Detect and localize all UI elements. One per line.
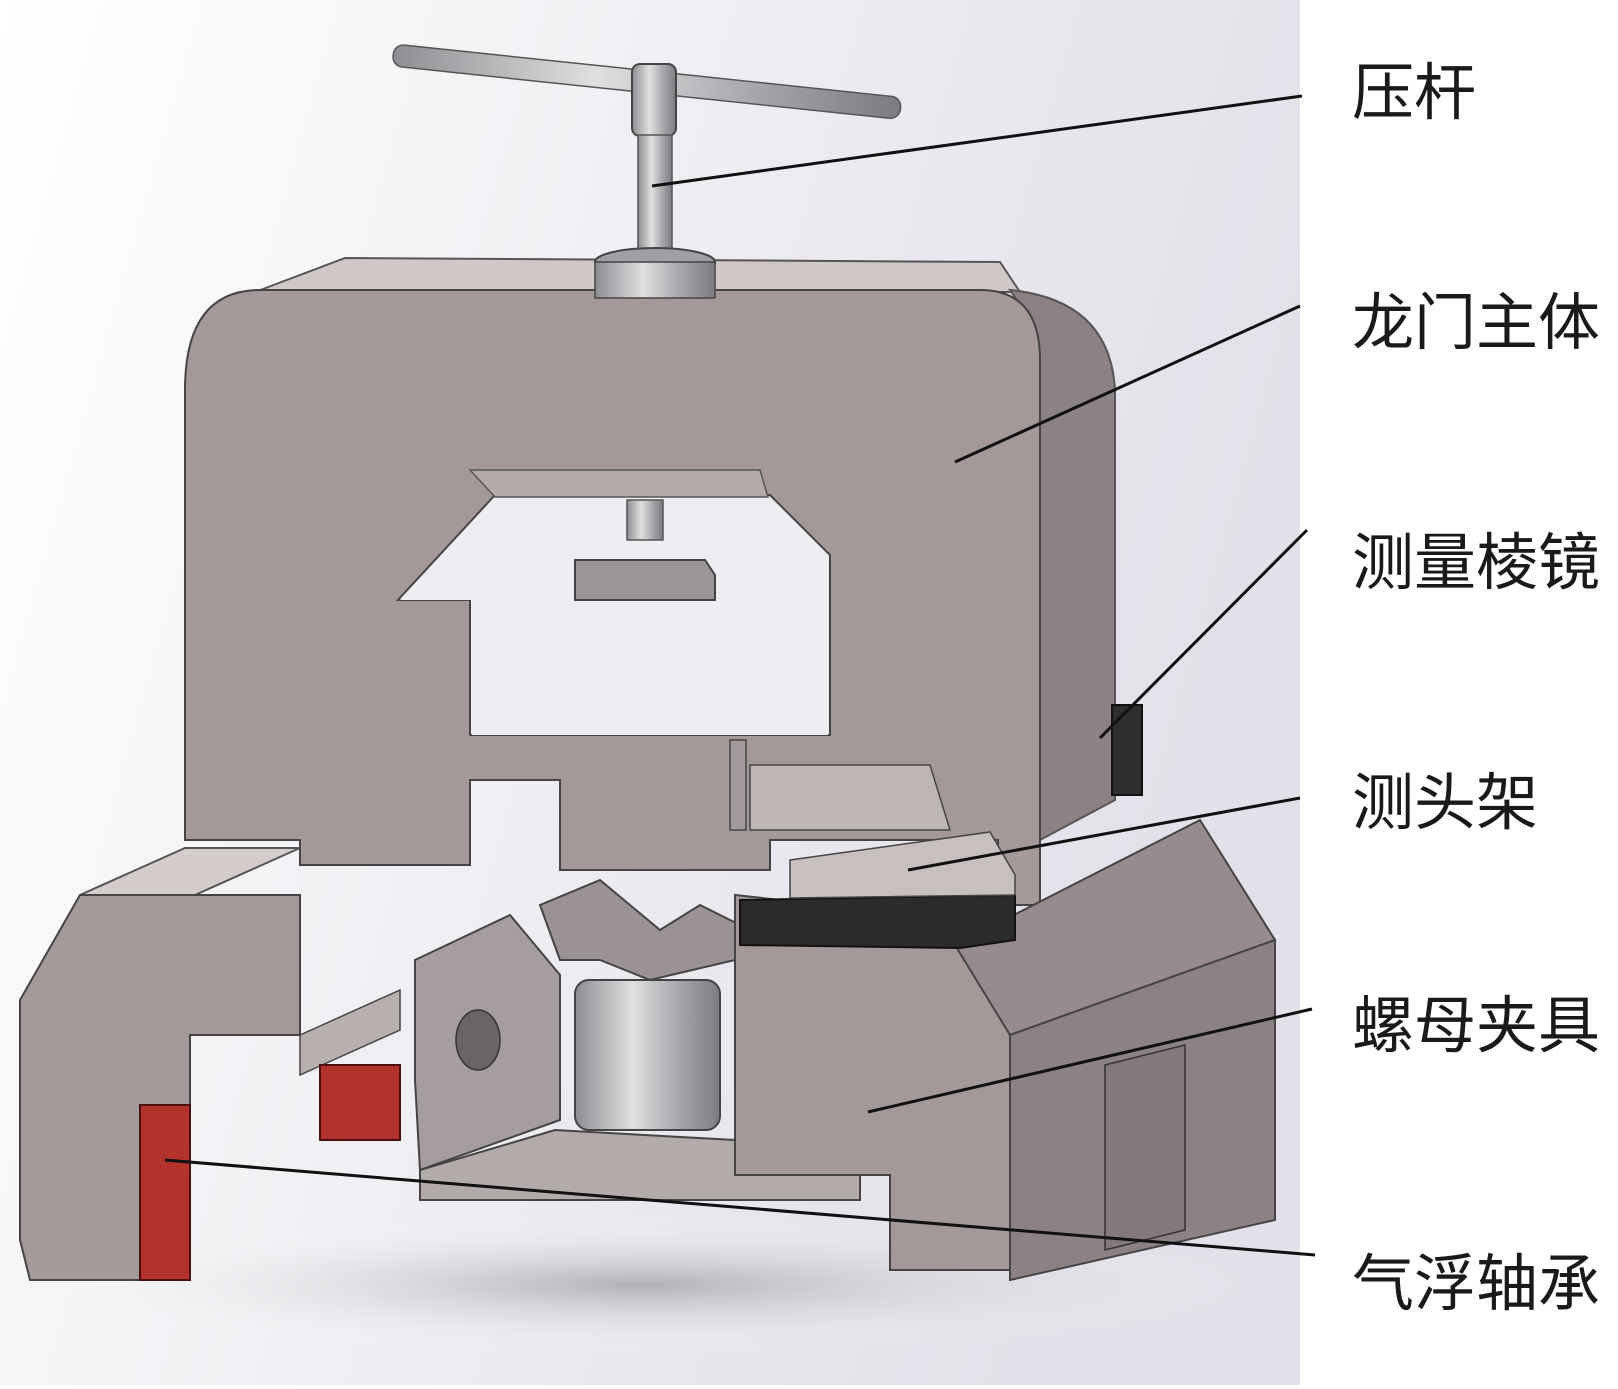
- label-measuring-prism: 测量棱镜: [1352, 526, 1601, 599]
- leader-gantry-body: [954, 304, 1301, 464]
- fixture-hole: [455, 1009, 501, 1071]
- anvil-stem: [626, 499, 664, 541]
- center-air-bearing: [319, 1064, 401, 1141]
- label-air-bearing: 气浮轴承: [1352, 1247, 1601, 1320]
- left-air-bearing: [139, 1104, 191, 1281]
- probe-holder-top: [749, 764, 952, 831]
- tbar-hub: [631, 63, 677, 137]
- anvil-block: [574, 559, 716, 601]
- leader-probe-holder: [907, 796, 1301, 872]
- right-base-window: [1104, 1044, 1186, 1251]
- leader-measuring-prism: [1098, 528, 1309, 740]
- window-edge: [468, 469, 770, 498]
- left-rail: [299, 988, 401, 1077]
- label-press-rod: 压杆: [1352, 56, 1477, 129]
- label-nut-fixture: 螺母夹具: [1352, 989, 1601, 1062]
- leader-air-bearing: [164, 1158, 1316, 1257]
- black-pad: [739, 893, 1016, 950]
- screw-thread: [637, 134, 673, 256]
- leader-press-rod: [651, 94, 1303, 188]
- leader-nut-fixture: [867, 1007, 1313, 1114]
- probe-holder-post: [729, 739, 747, 831]
- left-base-front: [19, 894, 301, 1281]
- window-interior: [400, 497, 828, 735]
- leader-lines: [164, 94, 1316, 1257]
- nut-workpiece: [574, 979, 721, 1131]
- measuring-prism-block: [1111, 704, 1143, 796]
- label-gantry-body: 龙门主体: [1352, 286, 1601, 359]
- press-nut-body: [594, 261, 716, 299]
- probe-holder-plate: [789, 831, 1016, 899]
- label-probe-holder: 测头架: [1352, 766, 1539, 839]
